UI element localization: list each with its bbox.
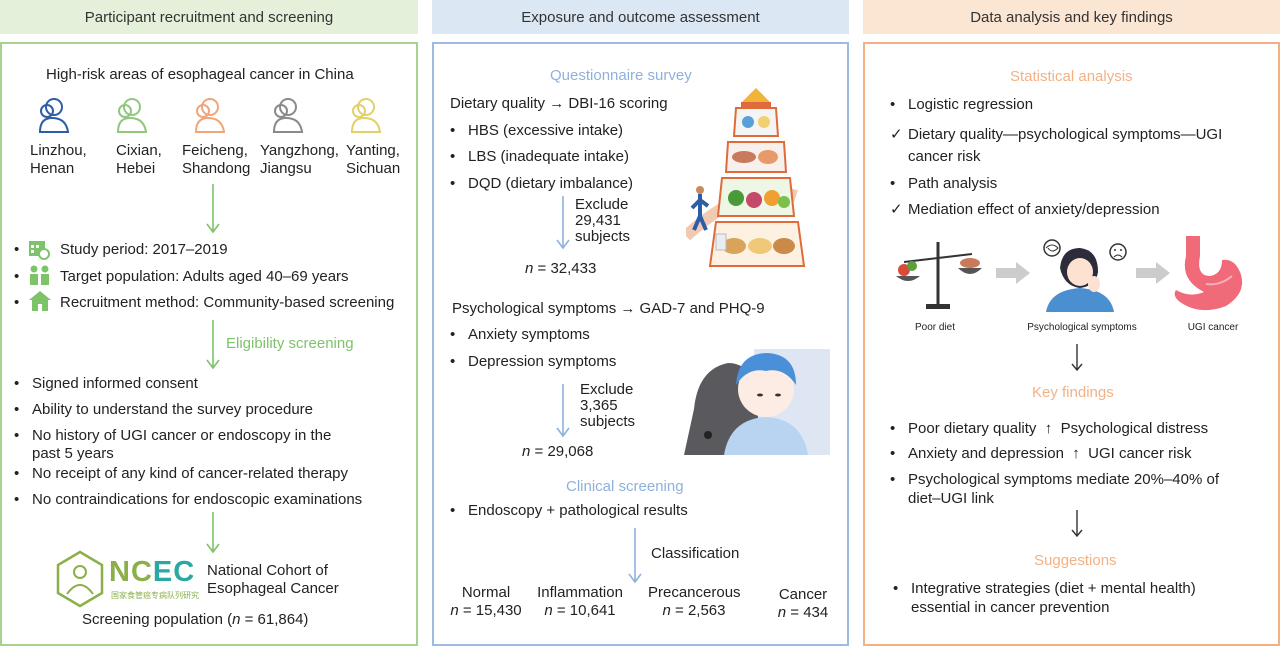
ncec-logo-text: NCEC bbox=[109, 556, 196, 588]
study-period: Study period: 2017–2019 bbox=[60, 241, 228, 258]
n-after-diet: n = 32,433 bbox=[525, 260, 597, 277]
down-arrow-icon bbox=[206, 184, 220, 234]
study-info: • Study period: 2017–2019 • Target popul… bbox=[14, 238, 414, 318]
suggestions-label: Suggestions bbox=[1034, 552, 1117, 569]
header-left: Participant recruitment and screening bbox=[0, 0, 418, 34]
group-cancer: Cancer n = 434 bbox=[777, 586, 829, 621]
down-arrow-icon bbox=[556, 384, 570, 438]
right-arrow-icon bbox=[1136, 262, 1170, 284]
illus-label-psych: Psychological symptoms bbox=[1027, 322, 1137, 333]
questionnaire-label: Questionnaire survey bbox=[550, 67, 692, 84]
clinical-label: Clinical screening bbox=[566, 478, 684, 495]
scale-icon bbox=[896, 242, 982, 309]
statistical-label: Statistical analysis bbox=[1010, 68, 1133, 85]
city-feicheng: Feicheng,Shandong bbox=[182, 142, 251, 177]
panel-middle bbox=[432, 42, 849, 646]
suggestion-cont: essential in cancer prevention bbox=[911, 599, 1110, 616]
finding-cont: diet–UGI link bbox=[908, 490, 994, 507]
down-arrow-icon bbox=[206, 320, 220, 370]
right-arrow-icon bbox=[996, 262, 1030, 284]
analysis-item-cont: cancer risk bbox=[908, 148, 981, 165]
n-after-psych: n = 29,068 bbox=[522, 443, 594, 460]
dietary-quality: Dietary quality → DBI-16 scoring bbox=[450, 95, 668, 112]
illus-label-ugi: UGI cancer bbox=[1187, 322, 1239, 333]
ncec-logo: NCEC 国家食管癌专病队列研究 bbox=[55, 550, 199, 608]
down-arrow-icon bbox=[628, 528, 642, 584]
ncec-logo-sub: 国家食管癌专病队列研究 bbox=[111, 591, 199, 600]
screening-population: Screening population (n = 61,864) bbox=[82, 611, 309, 628]
down-arrow-icon bbox=[1071, 344, 1083, 372]
key-findings-label: Key findings bbox=[1032, 384, 1114, 401]
city-yanting: Yanting,Sichuan bbox=[346, 142, 401, 177]
panel-left bbox=[0, 42, 418, 646]
city-cixian: Cixian,Hebei bbox=[116, 142, 162, 177]
city-linzhou: Linzhou,Henan bbox=[30, 142, 87, 177]
group-normal: Normal n = 15,430 bbox=[450, 584, 522, 619]
down-arrow-icon bbox=[556, 196, 570, 250]
ncec-emblem-icon bbox=[56, 550, 104, 608]
person-icon bbox=[38, 98, 382, 133]
panel-right bbox=[863, 42, 1280, 646]
depressed-person-icon bbox=[684, 349, 830, 455]
group-precancerous: Precancerous n = 2,563 bbox=[648, 584, 741, 619]
group-inflammation: Inflammation n = 10,641 bbox=[537, 584, 623, 619]
down-arrow-icon bbox=[206, 512, 220, 554]
food-pyramid-icon bbox=[686, 88, 806, 267]
recruitment-method: Recruitment method: Community-based scre… bbox=[60, 294, 395, 311]
criterion-cont: past 5 years bbox=[32, 445, 114, 462]
worried-person-icon bbox=[1043, 239, 1127, 312]
header-middle: Exposure and outcome assessment bbox=[432, 0, 849, 34]
stomach-icon bbox=[1174, 236, 1243, 311]
illus-label-poor-diet: Poor diet bbox=[914, 322, 956, 333]
areas-title: High-risk areas of esophageal cancer in … bbox=[46, 66, 354, 83]
city-yangzhong: Yangzhong,Jiangsu bbox=[260, 142, 339, 177]
psych-line: Psychological symptoms → GAD-7 and PHQ-9 bbox=[452, 300, 765, 317]
target-population: Target population: Adults aged 40–69 yea… bbox=[60, 268, 349, 285]
down-arrow-icon bbox=[1071, 510, 1083, 538]
header-right: Data analysis and key findings bbox=[863, 0, 1280, 34]
house-icon bbox=[29, 291, 51, 311]
calendar-icon bbox=[29, 241, 50, 260]
classification-label: Classification bbox=[651, 545, 740, 562]
city-icons bbox=[30, 94, 400, 136]
people-icon bbox=[30, 265, 49, 285]
eligibility-label: Eligibility screening bbox=[226, 335, 354, 352]
